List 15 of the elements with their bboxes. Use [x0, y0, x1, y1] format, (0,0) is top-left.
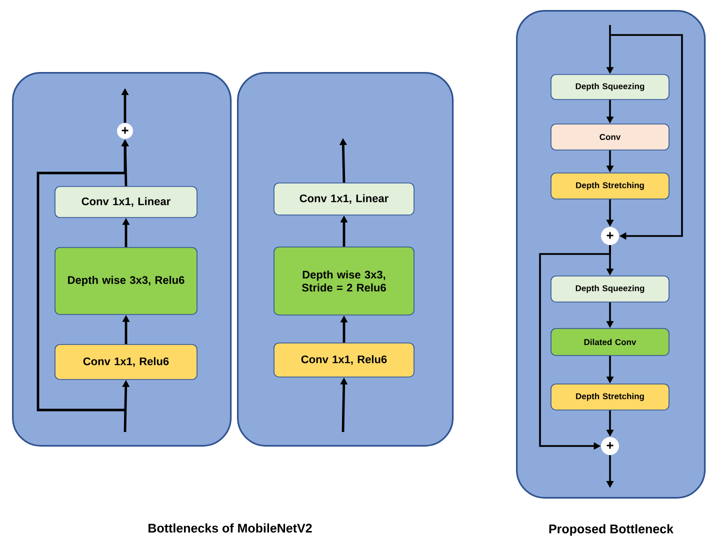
- arrow: [610, 34, 683, 240]
- layer-box: Conv 1x1, Relu6: [274, 342, 414, 378]
- layer-box: Depth wise 3x3, Relu6: [54, 247, 198, 315]
- layer-box: Conv 1x1, Linear: [54, 186, 198, 218]
- layer-box: Depth Squeezing: [550, 74, 670, 100]
- layer-box: Depth Stretching: [550, 172, 670, 200]
- layer-box: Conv: [550, 124, 670, 150]
- layer-box: Dilated Conv: [550, 328, 670, 356]
- layer-box: Conv 1x1, Linear: [274, 182, 414, 216]
- caption: Bottlenecks of MobileNetV2: [148, 523, 312, 533]
- layer-box: Depth wise 3x3, Stride = 2 Relu6: [274, 246, 414, 316]
- caption: Proposed Bottleneck: [549, 524, 674, 536]
- layer-box: Conv 1x1, Relu6: [54, 344, 198, 380]
- layer-box: Depth Squeezing: [550, 276, 670, 302]
- layer-box: Depth Stretching: [550, 384, 670, 410]
